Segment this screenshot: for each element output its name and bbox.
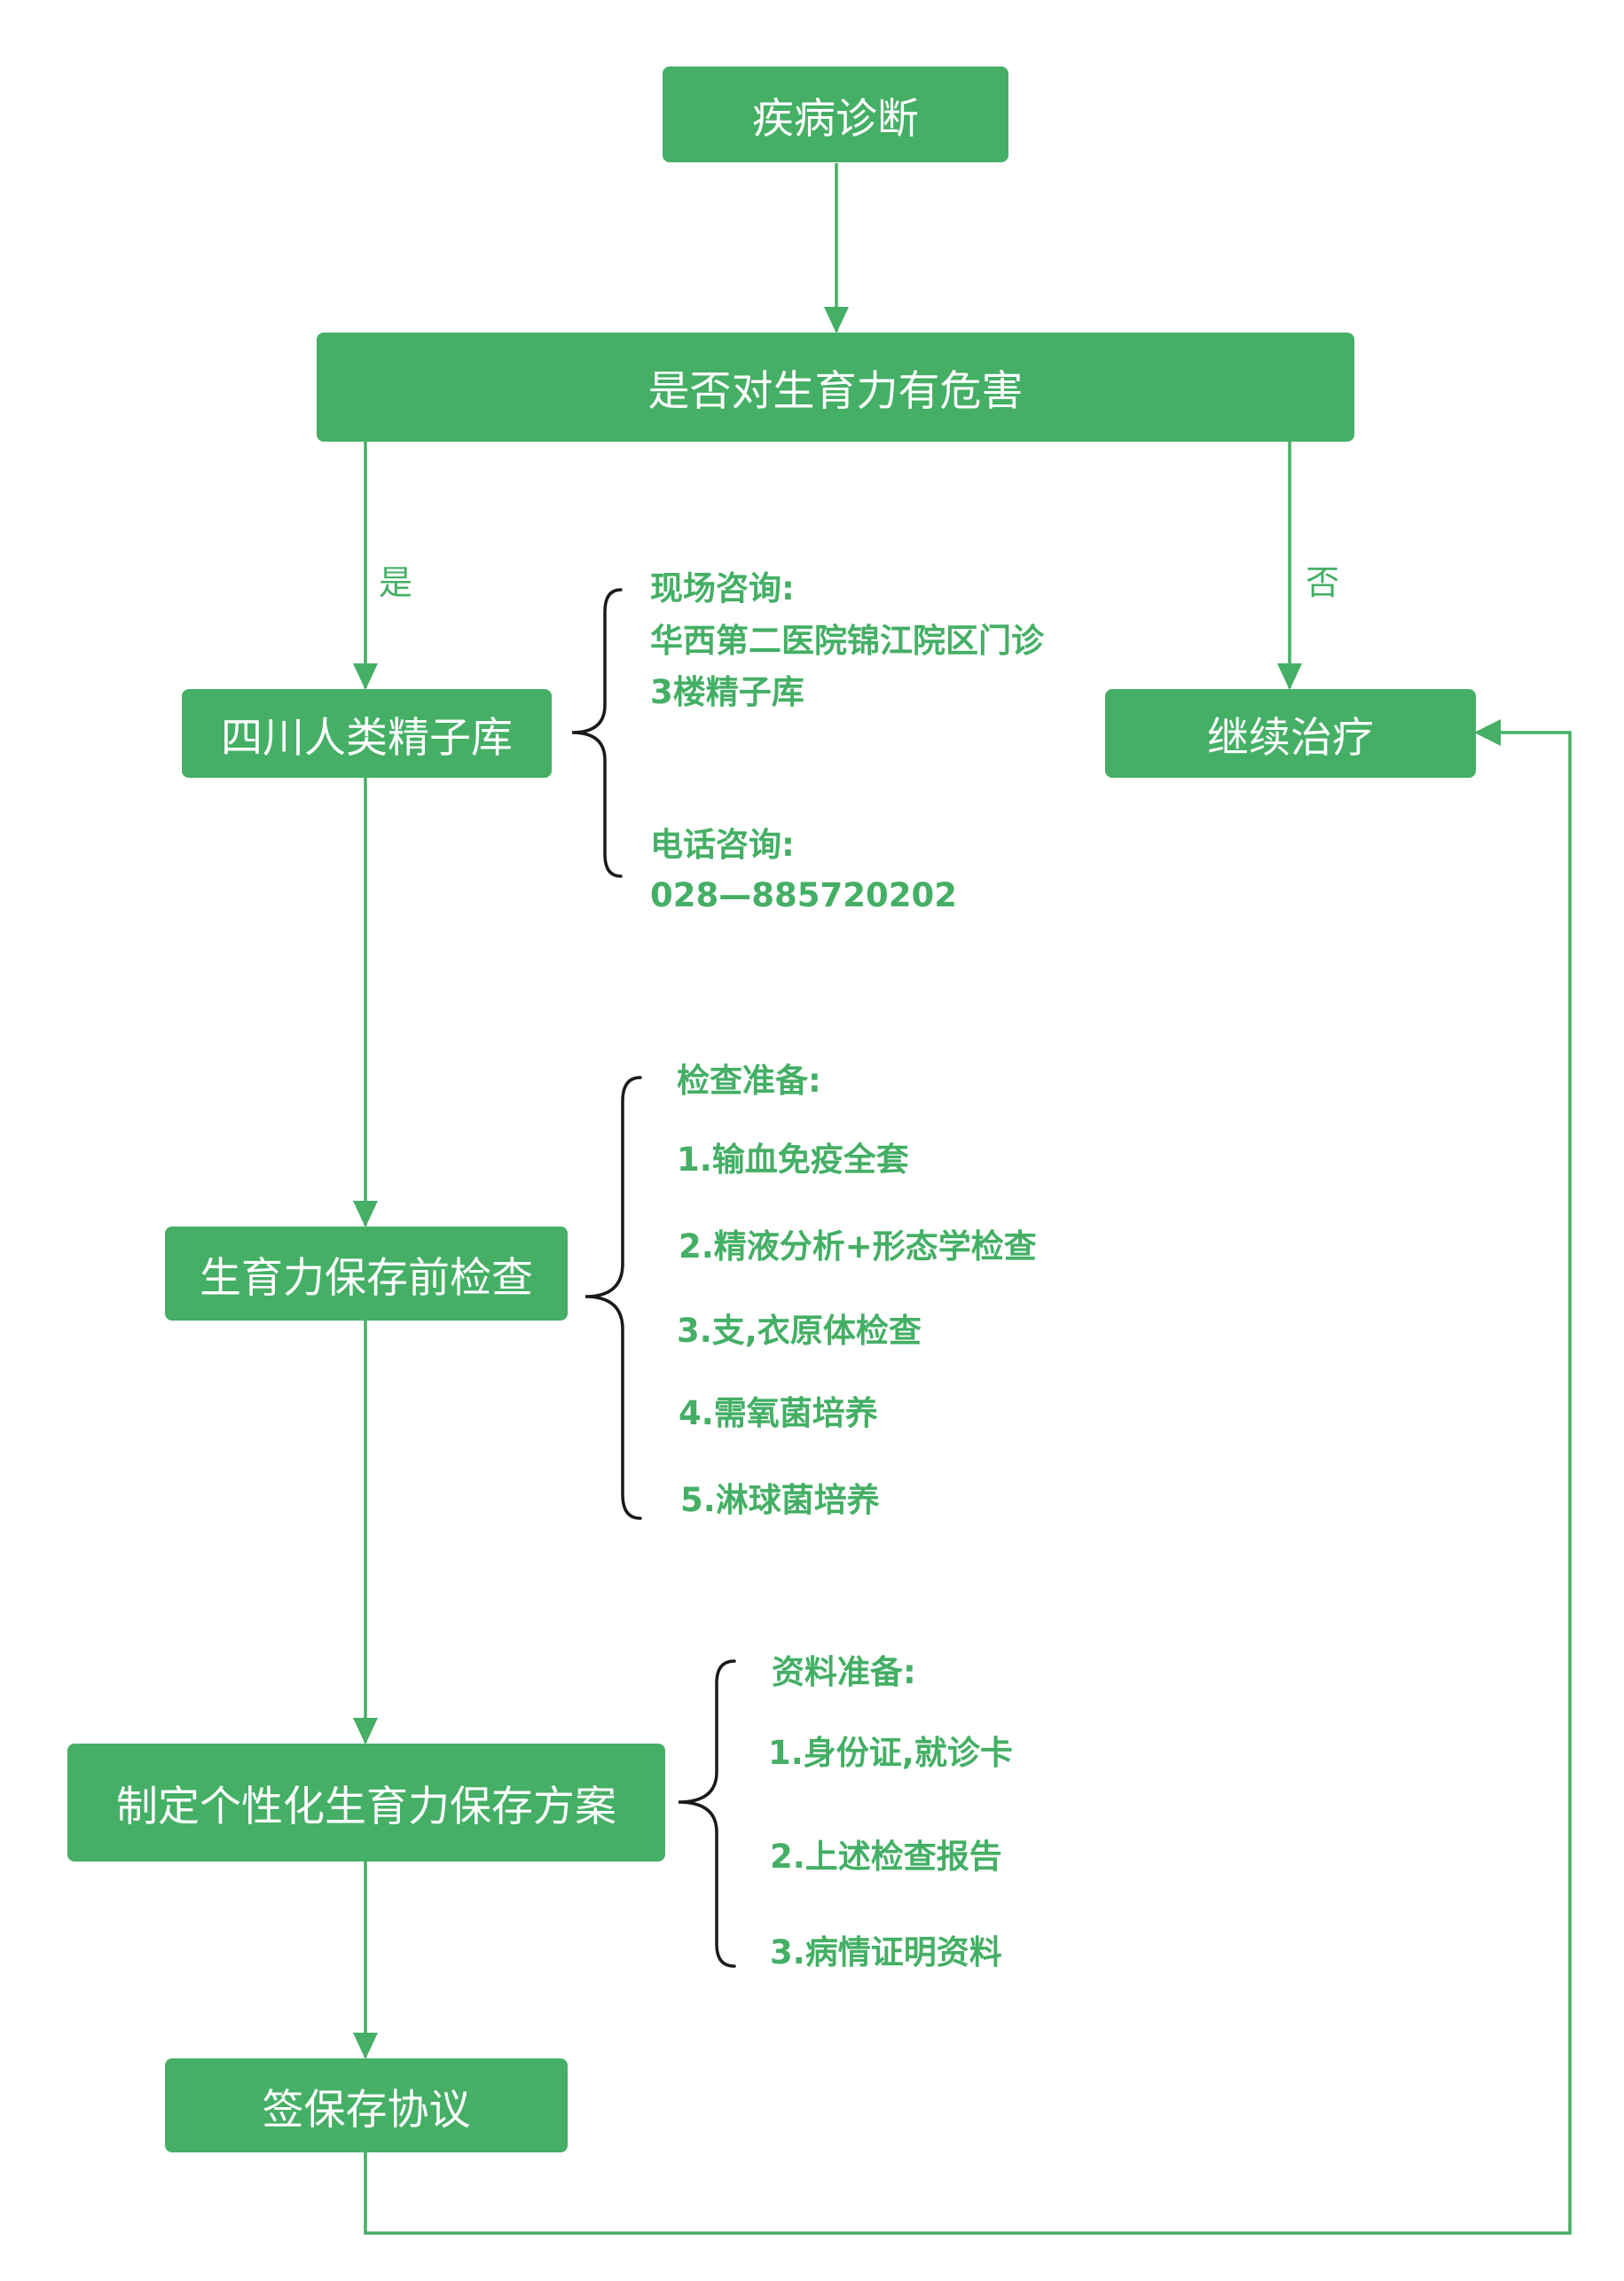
node-continue-treatment: 继续治疗 <box>1105 689 1476 778</box>
arrowhead <box>353 1201 378 1227</box>
arrowhead <box>1474 719 1501 746</box>
branch-label-no: 否 <box>1306 563 1340 602</box>
doc-prep-item: 1.身份证,就诊卡 <box>768 1734 1013 1772</box>
contact-onsite-title: 现场咨询: <box>650 569 795 607</box>
arrowhead <box>824 307 849 333</box>
node-agreement: 签保存协议 <box>165 2058 568 2152</box>
arrowhead <box>353 1718 378 1744</box>
node-pre-exam: 生育力保存前检查 <box>165 1227 568 1321</box>
exam-prep-item: 5.淋球菌培养 <box>680 1481 880 1519</box>
contact-phone-title: 电话咨询: <box>650 826 795 864</box>
contact-phone-number: 028—885720202 <box>650 876 957 914</box>
doc-prep-item: 2.上述检查报告 <box>770 1838 1002 1876</box>
bracket-exam-prep <box>584 1076 642 1520</box>
exam-prep-title: 检查准备: <box>677 1062 821 1100</box>
exam-prep-item: 3.支,衣原体检查 <box>677 1312 922 1350</box>
exam-prep-item: 4.需氧菌培养 <box>679 1394 878 1432</box>
node-plan: 制定个性化生育力保存方案 <box>67 1744 665 1862</box>
arrow-agreement-to-continue-treatment <box>364 731 1572 2235</box>
contact-onsite-line: 3楼精子库 <box>650 673 804 711</box>
doc-prep-item: 3.病情证明资料 <box>770 1933 1002 1971</box>
contact-onsite-line: 华西第二医院锦江院区门诊 <box>650 622 1044 660</box>
node-sperm-bank: 四川人类精子库 <box>182 689 552 778</box>
node-diagnosis: 疾病诊断 <box>663 67 1008 162</box>
node-harm-check: 是否对生育力有危害 <box>317 333 1354 442</box>
arrowhead <box>353 2033 378 2059</box>
exam-prep-item: 1.输血免疫全套 <box>677 1140 909 1179</box>
arrowhead <box>1277 663 1302 690</box>
arrowhead <box>353 663 378 690</box>
bracket-contact <box>571 588 623 878</box>
exam-prep-item: 2.精液分析+形态学检查 <box>679 1227 1037 1266</box>
doc-prep-title: 资料准备: <box>772 1653 916 1691</box>
branch-label-yes: 是 <box>379 563 413 602</box>
bracket-doc-prep <box>678 1659 736 1968</box>
